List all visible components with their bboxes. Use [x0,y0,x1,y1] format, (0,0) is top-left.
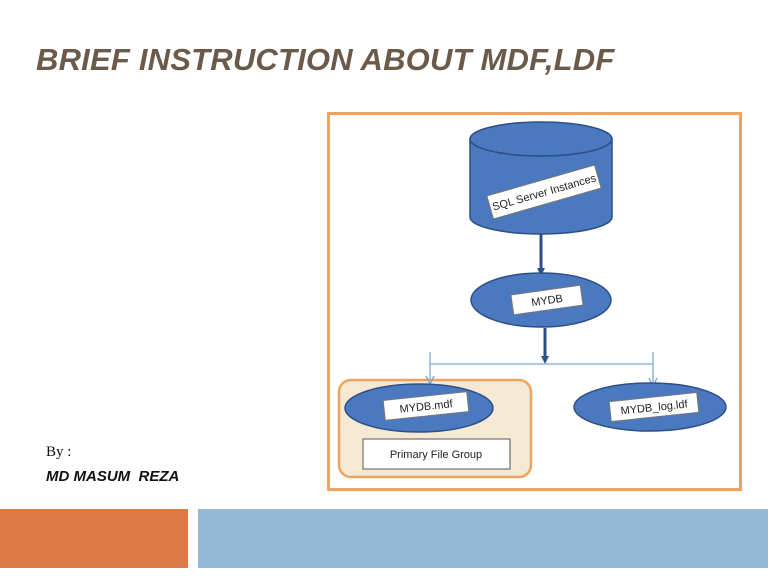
footer-accent-orange [0,509,188,568]
diagram-canvas: SQL Server Instances MYDB MYDB.mdf Prima… [327,112,742,491]
file-group-label: Primary File Group [390,449,482,461]
sql-storage-diagram: SQL Server Instances MYDB MYDB.mdf Prima… [327,112,742,491]
author-name: MD MASUM REZA [46,468,180,485]
slide-title: BRIEF INSTRUCTION ABOUT MDF,LDF [36,42,615,77]
file-group-box [362,438,511,470]
database-label-box: MYDB [510,284,584,316]
data-file-label-box: MYDB.mdf [382,391,470,421]
log-file-label-box: MYDB_log.ldf [608,391,700,423]
database-label: MYDB [531,293,564,309]
footer-accent-blue [198,509,768,568]
by-label: By : [46,444,72,460]
data-file-label: MYDB.mdf [399,398,454,416]
